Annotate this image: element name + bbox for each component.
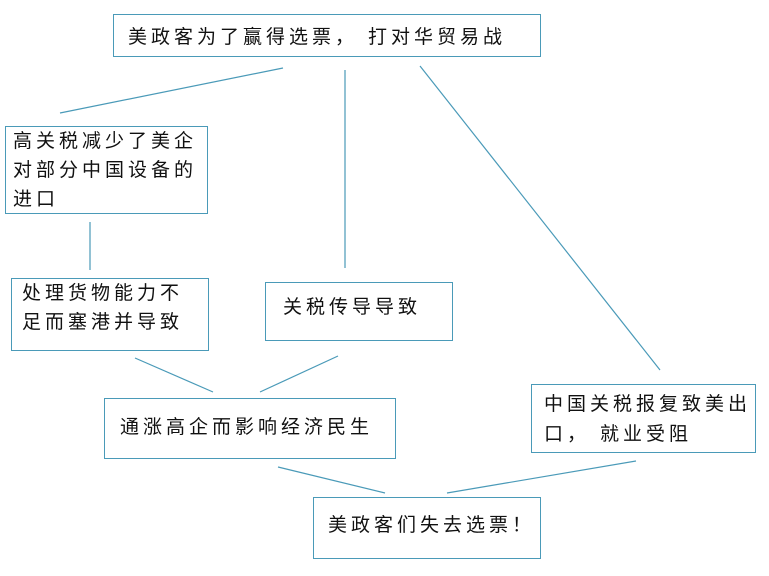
link-root-retaliation: [419, 65, 661, 371]
node-tariff-pass-text: 关税传导导致: [283, 296, 422, 318]
node-retaliation-text: 中国关税报复致美出口， 就业受阻: [544, 393, 752, 445]
node-import-cut-text: 高关税减少了美企对部分中国设备的进口: [13, 130, 198, 210]
link-tariff-inflation: [259, 355, 339, 393]
node-root-text: 美政客为了赢得选票， 打对华贸易战: [128, 26, 507, 48]
link-root-import: [59, 67, 284, 114]
node-tariff-pass: 关税传导导致: [265, 282, 453, 341]
node-port-congestion: 处理货物能力不足而塞港并导致: [11, 278, 209, 351]
node-import-cut: 高关税减少了美企对部分中国设备的进口: [5, 126, 208, 214]
link-retaliation-result: [446, 460, 637, 494]
link-inflation-result: [277, 466, 386, 494]
node-inflation-text: 通涨高企而影响经济民生: [120, 416, 374, 438]
node-root: 美政客为了赢得选票， 打对华贸易战: [113, 14, 541, 57]
node-port-congestion-text: 处理货物能力不足而塞港并导致: [22, 282, 184, 333]
node-result: 美政客们失去选票！: [313, 497, 541, 559]
node-inflation: 通涨高企而影响经济民生: [104, 398, 396, 459]
link-port-inflation: [134, 357, 214, 393]
node-result-text: 美政客们失去选票！: [328, 514, 536, 536]
node-retaliation: 中国关税报复致美出口， 就业受阻: [531, 384, 756, 453]
